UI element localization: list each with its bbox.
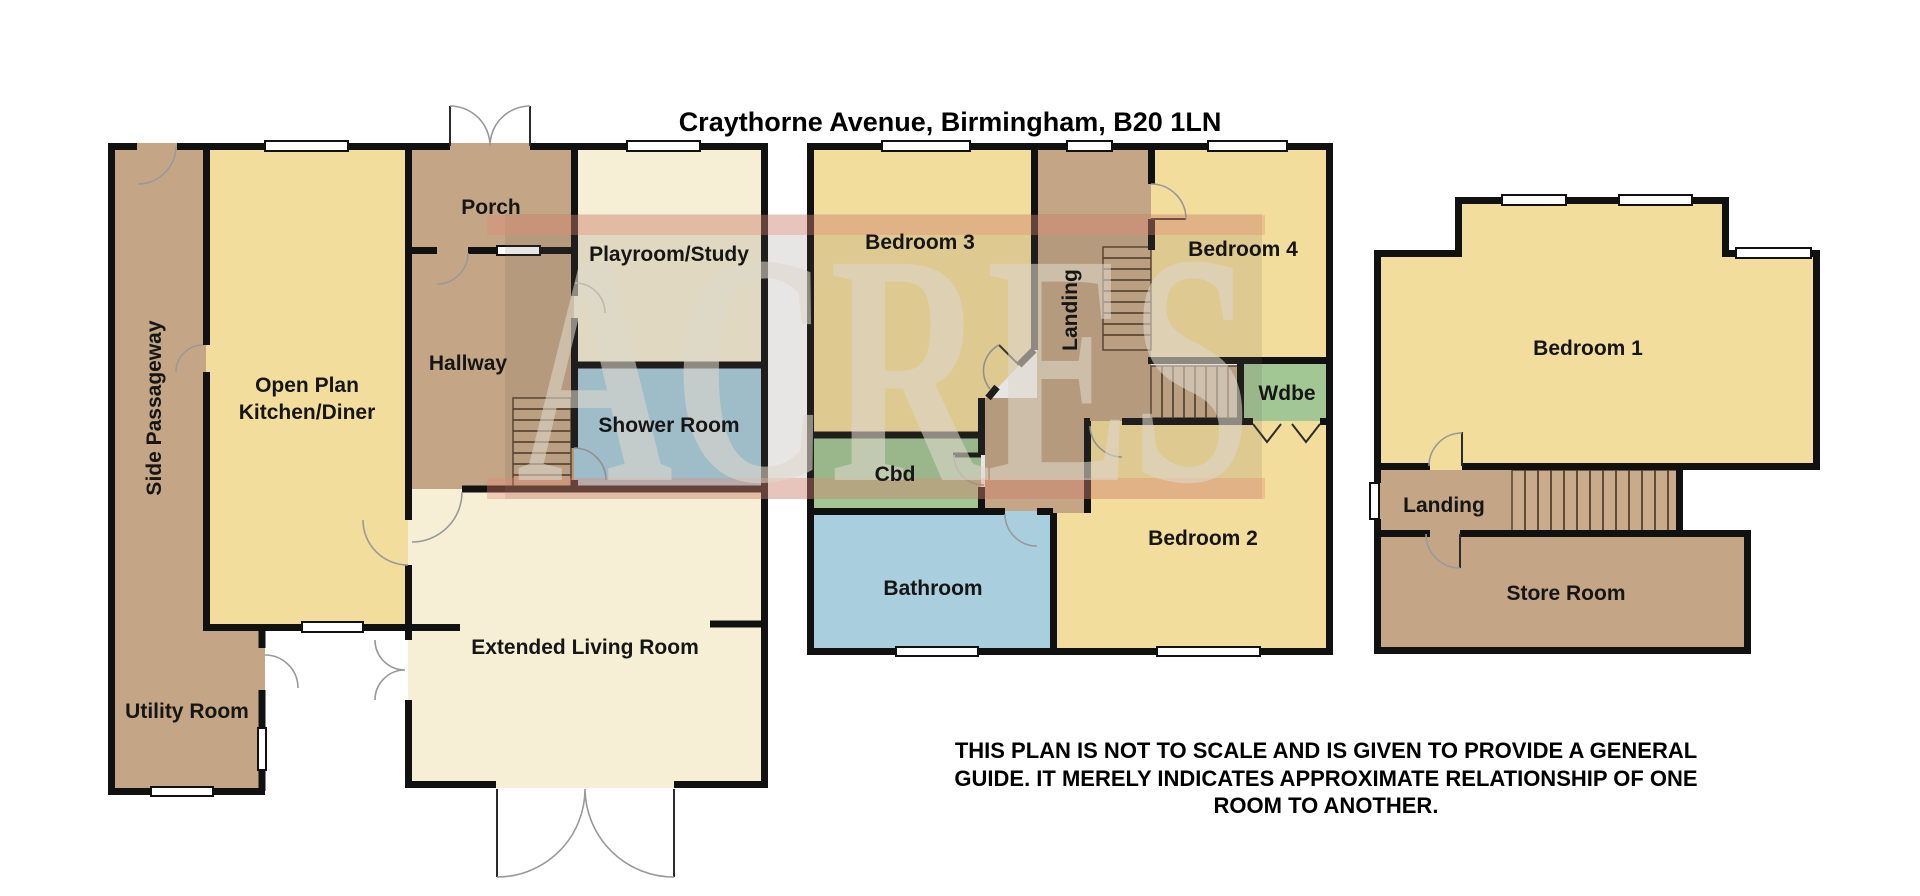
bedroom3-room — [810, 143, 1034, 435]
disclaimer-line3: ROOM TO ANOTHER. — [1214, 793, 1439, 818]
ground-floor-walls — [108, 143, 768, 795]
disclaimer: THIS PLAN IS NOT TO SCALE AND IS GIVEN T… — [954, 738, 1697, 818]
label-utility-room: Utility Room — [125, 700, 249, 723]
landing-window — [1066, 140, 1113, 152]
label-kitchen-line2: Kitchen/Diner — [239, 401, 376, 424]
porch-glazed-panel — [496, 245, 541, 256]
first-floor-walls — [807, 143, 1333, 655]
label-bedroom3: Bedroom 3 — [865, 231, 975, 254]
ground-floor-plan — [108, 105, 768, 878]
bedroom1-room — [1374, 197, 1820, 470]
ground-floor-doors — [137, 105, 675, 878]
disclaimer-line1: THIS PLAN IS NOT TO SCALE AND IS GIVEN T… — [955, 738, 1697, 763]
second-floor-labels: Bedroom 1 Landing Store Room — [1403, 337, 1643, 605]
utility-bottom-window — [150, 786, 214, 797]
second-floor-walls — [1374, 197, 1820, 654]
label-bedroom4: Bedroom 4 — [1188, 238, 1298, 261]
label-hallway: Hallway — [429, 352, 508, 375]
bedroom4-window — [1207, 140, 1288, 152]
first-landing-corridor — [985, 398, 1087, 513]
utility-room — [108, 629, 265, 795]
label-bathroom: Bathroom — [883, 577, 982, 600]
kitchen-diner-room — [206, 143, 408, 627]
bedroom3-window — [881, 140, 971, 152]
label-first-landing: Landing — [1059, 269, 1082, 351]
kitchen-top-window — [264, 140, 349, 152]
second-floor-plan — [1369, 194, 1820, 654]
watermark-band-bottom — [487, 478, 1265, 499]
first-floor-stairs — [1102, 246, 1241, 419]
bedroom1-window-right — [1618, 194, 1693, 206]
playroom-study-room — [574, 143, 768, 365]
cbd-cupboard — [810, 435, 981, 511]
label-living-room: Extended Living Room — [471, 636, 699, 659]
label-side-passageway: Side Passageway — [143, 320, 166, 495]
label-bedroom2: Bedroom 2 — [1148, 527, 1258, 550]
acres-watermark: ACRES — [487, 187, 1265, 552]
first-floor-plan — [807, 140, 1333, 657]
bedroom1-side-window — [1735, 247, 1812, 259]
label-wdbe: Wdbe — [1258, 382, 1315, 405]
side-passageway-room — [108, 143, 206, 629]
bedroom4-room — [1151, 143, 1333, 360]
shower-room — [574, 365, 768, 489]
second-landing-room — [1374, 470, 1512, 534]
first-floor-labels: Bedroom 3 Landing Bedroom 4 Wdbe Cbd Bat… — [865, 231, 1315, 600]
bathroom-window — [895, 646, 979, 657]
bedroom2-window — [1156, 646, 1261, 657]
label-second-landing: Landing — [1403, 494, 1485, 517]
watermark-box — [505, 214, 1262, 499]
label-cbd: Cbd — [875, 463, 916, 486]
porch-room — [408, 143, 575, 253]
label-bedroom1: Bedroom 1 — [1533, 337, 1643, 360]
bedroom2-room — [1057, 421, 1333, 655]
store-room — [1374, 534, 1751, 654]
watermark-band-top — [487, 215, 1265, 235]
label-playroom: Playroom/Study — [589, 243, 749, 266]
second-floor-doors — [1425, 432, 1463, 569]
ground-floor-labels: Side Passageway Open Plan Kitchen/Diner … — [125, 196, 749, 723]
label-kitchen-line1: Open Plan — [255, 374, 359, 397]
watermark-text: ACRES — [517, 187, 1252, 552]
extended-living-room — [408, 489, 768, 788]
disclaimer-line2: GUIDE. IT MERELY INDICATES APPROXIMATE R… — [954, 766, 1697, 791]
second-landing-window — [1369, 482, 1380, 520]
page-title: Craythorne Avenue, Birmingham, B20 1LN — [679, 107, 1222, 137]
kitchen-bottom-window — [301, 621, 364, 633]
first-floor-doors — [953, 183, 1321, 547]
wdbe-closet — [1240, 363, 1330, 421]
second-floor-stairs — [1511, 469, 1680, 535]
label-store-room: Store Room — [1506, 582, 1625, 605]
ground-floor-stairs — [512, 397, 572, 489]
playroom-top-window — [626, 140, 701, 152]
label-shower-room: Shower Room — [598, 414, 739, 437]
bedroom1-window-left — [1501, 194, 1567, 206]
utility-side-window — [257, 727, 267, 771]
label-porch: Porch — [461, 196, 521, 219]
